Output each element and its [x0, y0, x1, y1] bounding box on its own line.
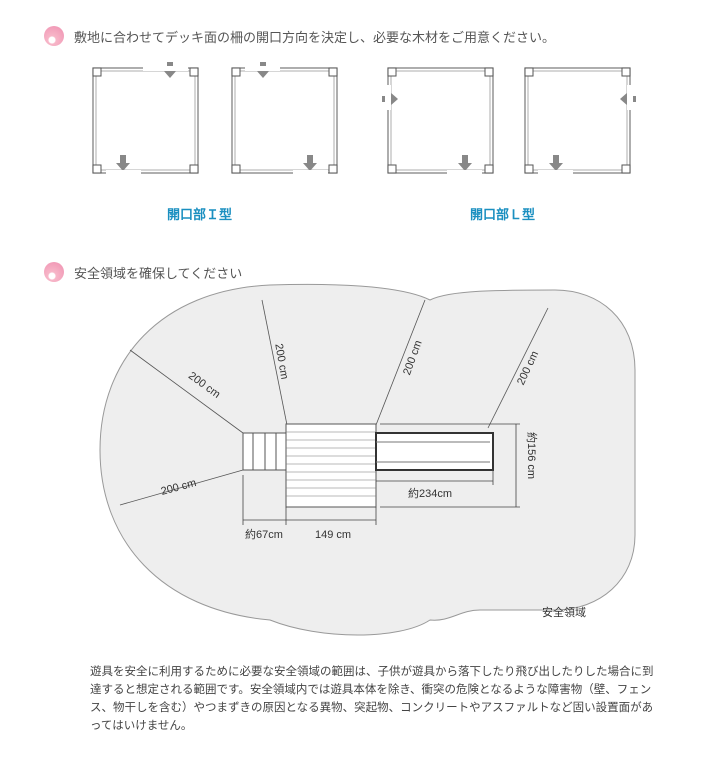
dimension-lines	[242, 423, 520, 525]
ladder	[242, 432, 287, 471]
dim-slide: 約234cm	[408, 486, 452, 500]
deck-i-type-2	[231, 62, 338, 175]
deck-i-type-1	[92, 62, 199, 175]
dim-deck: 149 cm	[315, 529, 351, 541]
safety-area-label: 安全領域	[542, 605, 586, 619]
caption-l-type: 開口部Ｌ型	[470, 208, 536, 223]
deck-l-type-1	[382, 67, 494, 175]
dim-ladder: 約67cm	[245, 527, 283, 541]
slide	[375, 432, 494, 471]
section-header-safety: 安全領域を確保してください	[44, 262, 242, 282]
deck-platform	[285, 423, 377, 508]
caption-i-type: 開口部Ｉ型	[167, 208, 233, 223]
radius-lines	[119, 299, 549, 506]
dim-width: 約156 cm	[525, 432, 539, 479]
deck-l-type-2	[524, 67, 636, 175]
flower-icon	[44, 262, 64, 282]
section-header-opening: 敷地に合わせてデッキ面の柵の開口方向を決定し、必要な木材をご用意ください。	[44, 26, 555, 46]
section-title: 安全領域を確保してください	[74, 266, 243, 282]
flower-icon	[44, 26, 64, 46]
description: 遊具を安全に利用するために必要な安全領域の範囲は、子供が遊具から落下したり飛び出…	[90, 664, 654, 732]
section-title: 敷地に合わせてデッキ面の柵の開口方向を決定し、必要な木材をご用意ください。	[74, 30, 556, 46]
